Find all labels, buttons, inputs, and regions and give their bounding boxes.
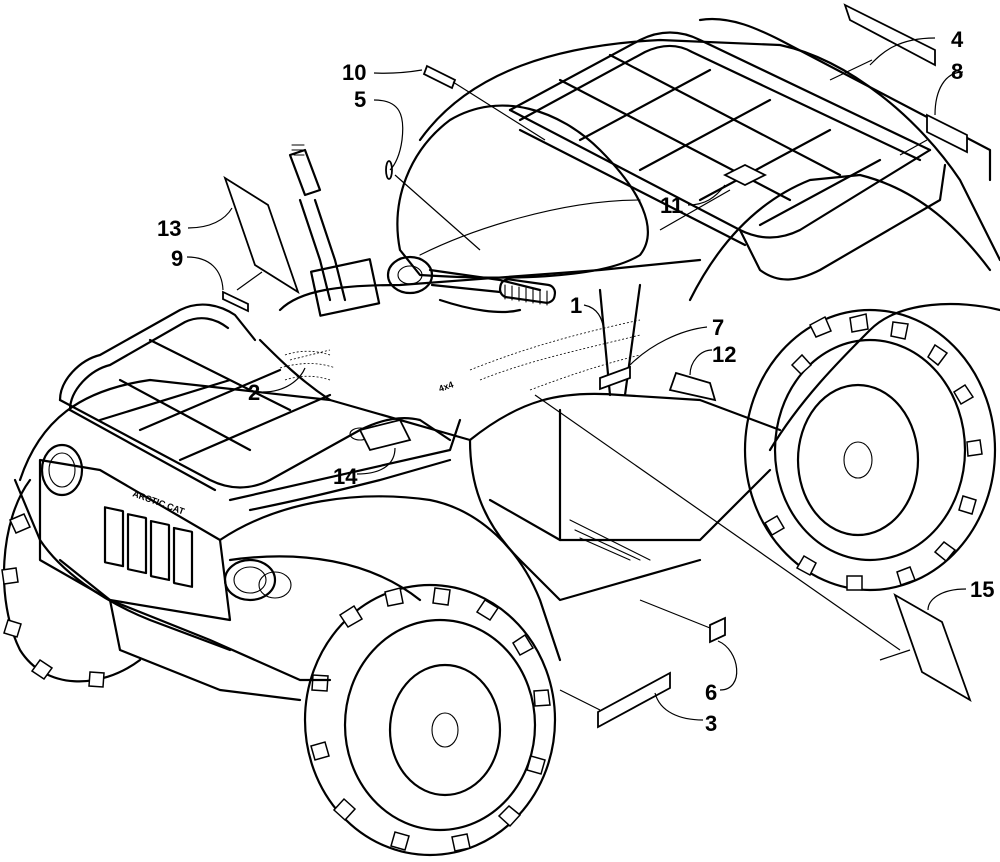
decal-9 (222, 290, 249, 313)
callout-13: 13 (157, 216, 181, 241)
callout-4: 4 (951, 27, 964, 52)
atv-body: ARCTIC CAT 4x4 (13, 38, 1000, 702)
callout-5: 5 (354, 87, 366, 112)
callout-7: 7 (712, 315, 724, 340)
callout-9: 9 (171, 246, 183, 271)
decal-13 (223, 175, 300, 295)
callout-2: 2 (248, 380, 260, 405)
front-left-wheel (1, 478, 142, 688)
decals (222, 3, 972, 729)
decal-4 (843, 3, 936, 67)
callout-6: 6 (705, 680, 717, 705)
front-rack (58, 303, 462, 512)
callout-3: 3 (705, 711, 717, 736)
decal-14 (358, 418, 412, 452)
callout-1: 1 (570, 293, 582, 318)
model-badge: 4x4 (437, 379, 455, 394)
callout-11: 11 (660, 193, 683, 218)
decal-6 (709, 616, 726, 644)
decal-3 (597, 671, 671, 729)
callout-8: 8 (951, 59, 963, 84)
callout-labels: 10 5 4 8 11 13 9 1 7 12 2 14 6 3 15 (157, 27, 994, 736)
callout-10: 10 (342, 60, 366, 85)
brand-logo: ARCTIC CAT (131, 488, 186, 516)
decal-8 (926, 113, 968, 154)
leader-lines (186, 37, 967, 721)
decal-15 (893, 593, 972, 703)
callout-15: 15 (970, 577, 994, 602)
decal-2 (289, 349, 331, 361)
decal-11 (722, 163, 768, 187)
front-right-wheel (303, 583, 557, 857)
callout-12: 12 (712, 342, 736, 367)
callout-14: 14 (333, 464, 358, 489)
decal-10 (422, 64, 457, 90)
decal-12 (668, 371, 717, 402)
decal-7 (599, 365, 631, 391)
rear-rack (508, 17, 992, 281)
rear-right-wheel (743, 308, 997, 592)
handlebar (288, 144, 557, 317)
decal-5 (385, 160, 393, 180)
